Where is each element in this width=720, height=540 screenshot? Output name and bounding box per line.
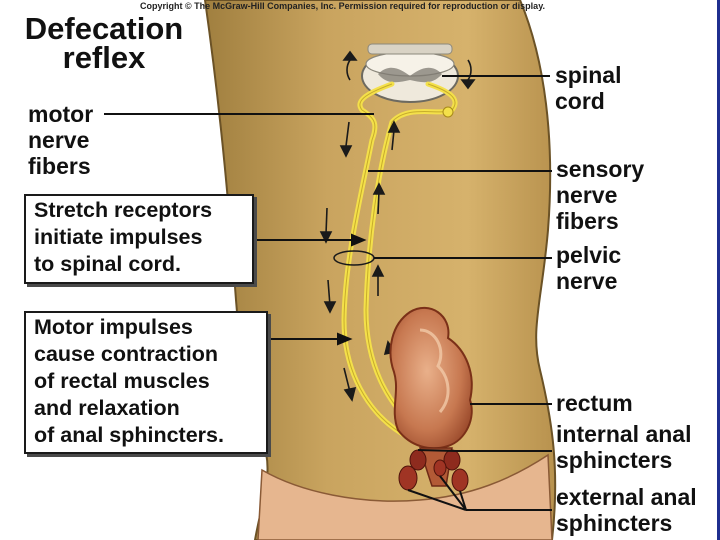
label-external-anal-sphincters: external anal sphincters xyxy=(556,484,697,536)
callout-line: of rectal muscles xyxy=(34,369,210,393)
label-line: pelvic xyxy=(556,242,622,268)
label-internal-anal-sphincters: internal anal sphincters xyxy=(556,421,691,473)
label-line: cord xyxy=(555,88,605,114)
slide-frame-edge xyxy=(717,0,720,540)
callout-line: initiate impulses xyxy=(34,225,203,249)
label-line: nerve xyxy=(556,182,618,208)
label-line: rectum xyxy=(556,390,633,416)
title-line: Defecation xyxy=(24,11,184,46)
label-pelvic-nerve: pelvic nerve xyxy=(556,242,621,294)
callout-line: Stretch receptors xyxy=(34,198,213,222)
label-line: external anal xyxy=(556,484,697,510)
label-line: fibers xyxy=(556,208,619,234)
label-line: sphincters xyxy=(556,510,673,536)
label-line: sensory xyxy=(556,156,645,182)
callout-line: Motor impulses xyxy=(34,315,193,339)
label-motor-nerve-fibers: motor nerve fibers xyxy=(28,101,93,179)
label-rectum: rectum xyxy=(556,390,633,416)
callout-stretch-receptors: Stretch receptors initiate impulses to s… xyxy=(24,194,254,284)
label-line: nerve xyxy=(556,268,618,294)
diagram-title: Defecation reflex xyxy=(4,11,204,75)
label-line: motor xyxy=(28,101,94,127)
callout-motor-impulses: Motor impulses cause contraction of rect… xyxy=(24,311,268,454)
label-spinal-cord: spinal cord xyxy=(555,62,621,114)
buttock-skin xyxy=(257,453,553,540)
label-sensory-nerve-fibers: sensory nerve fibers xyxy=(556,156,644,234)
label-line: fibers xyxy=(28,153,91,179)
label-line: nerve xyxy=(28,127,90,153)
callout-line: to spinal cord. xyxy=(34,252,181,276)
leader-lines xyxy=(104,75,552,511)
internal-sphincter-shapes xyxy=(409,449,461,471)
copyright-notice: Copyright © The McGraw-Hill Companies, I… xyxy=(140,1,546,11)
title-line: reflex xyxy=(62,40,146,75)
label-line: spinal xyxy=(555,62,622,88)
label-line: sphincters xyxy=(556,447,673,473)
callout-line: and relaxation xyxy=(34,396,180,420)
callout-line: of anal sphincters. xyxy=(34,423,224,447)
spinal-cord-section xyxy=(361,43,459,103)
rectum-shape xyxy=(389,306,473,450)
ganglion xyxy=(442,106,454,118)
callout-line: cause contraction xyxy=(34,342,218,366)
label-line: internal anal xyxy=(556,421,692,447)
